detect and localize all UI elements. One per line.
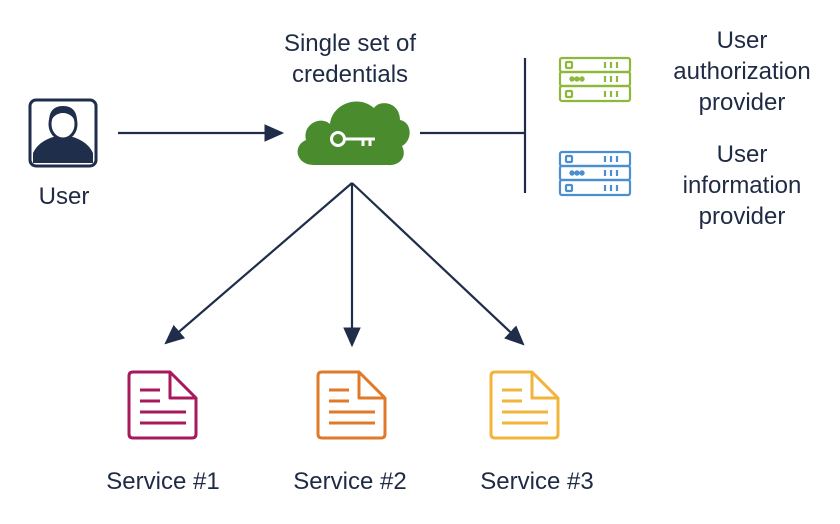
- provider-label-line: information: [682, 172, 802, 199]
- cloud-key-icon: [297, 101, 410, 166]
- document-icon: [316, 370, 387, 440]
- service-2-label: Service #2: [275, 466, 425, 497]
- provider-label-line: User: [716, 27, 768, 54]
- credentials-label: Single set of credentials: [250, 28, 450, 90]
- server-rack-icon: [558, 56, 632, 103]
- service-3-label: Service #3: [462, 466, 612, 497]
- user-label-text: User: [38, 183, 90, 210]
- service-label-text: Service #3: [480, 468, 594, 495]
- service-label-text: Service #2: [293, 468, 407, 495]
- provider-label-line: provider: [698, 203, 786, 230]
- service-1-label: Service #1: [88, 466, 238, 497]
- document-icon: [127, 370, 198, 440]
- service-label-text: Service #1: [106, 468, 220, 495]
- document-icon: [489, 370, 560, 440]
- authorization-provider-label: User authorization provider: [652, 25, 832, 118]
- provider-label-line: authorization: [673, 58, 811, 85]
- user-label: User: [24, 181, 104, 212]
- arrow-to-service-3: [351, 182, 525, 346]
- user-avatar-icon: [28, 98, 98, 168]
- provider-label-line: User: [716, 141, 768, 168]
- credentials-label-line: Single set of: [283, 30, 417, 57]
- server-rack-icon: [558, 150, 632, 197]
- credentials-label-line: credentials: [291, 61, 409, 88]
- arrow-to-service-1: [164, 182, 353, 345]
- information-provider-label: User information provider: [652, 139, 832, 232]
- provider-label-line: provider: [698, 89, 786, 116]
